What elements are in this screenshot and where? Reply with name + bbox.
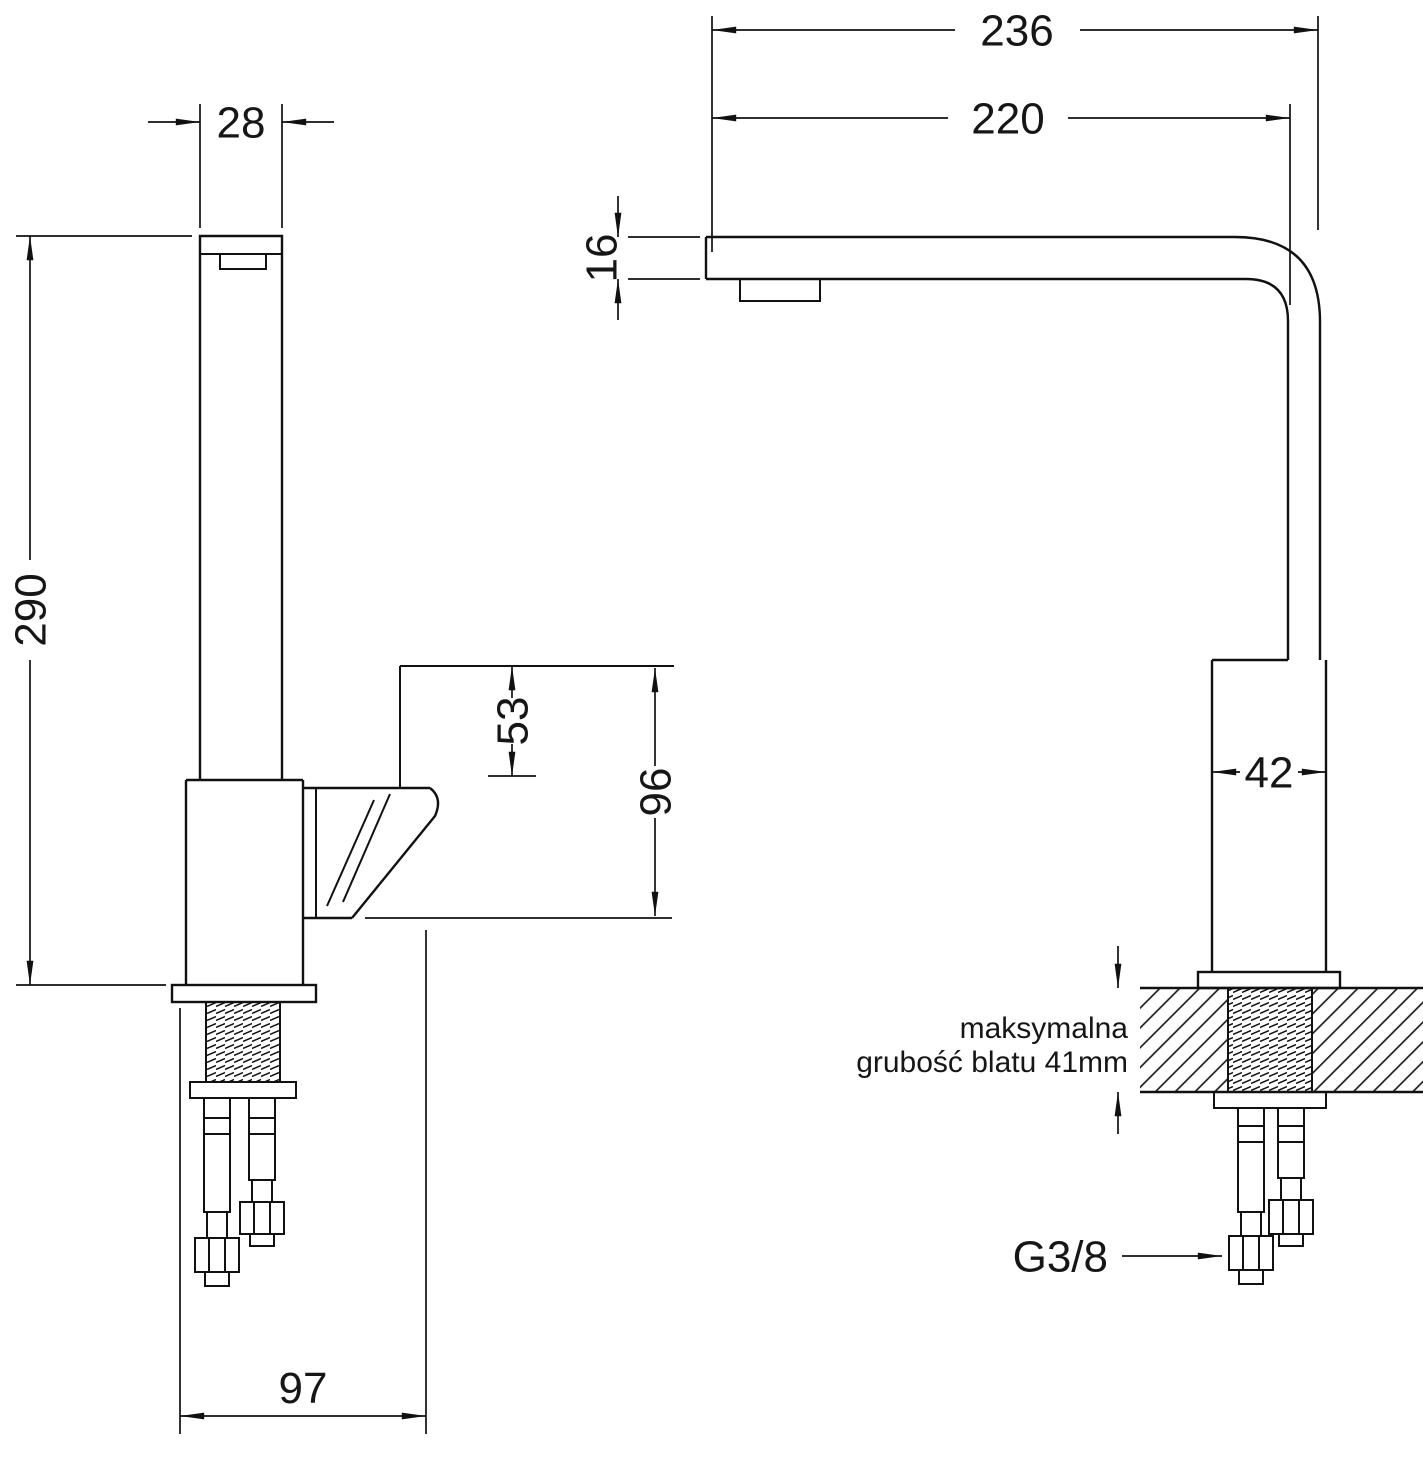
dim-spout-reach: 220 <box>712 94 1291 305</box>
dim-97-label: 97 <box>279 1364 328 1413</box>
dim-28-label: 28 <box>217 98 266 147</box>
countertop-hatch <box>1312 988 1423 1092</box>
spout-inner-profile <box>706 277 1290 660</box>
hose-ferrule <box>251 1179 273 1203</box>
hose-ferrule <box>1280 1177 1302 1201</box>
side-view: 28 290 <box>6 98 680 1434</box>
hose-tip <box>249 1233 275 1247</box>
aerator <box>739 278 821 302</box>
dim-base-depth: 97 <box>179 930 427 1434</box>
g38-label: G3/8 <box>1013 1232 1108 1281</box>
mounting-nut <box>189 1081 297 1099</box>
dim-236-label: 236 <box>980 6 1053 55</box>
dim-53-label: 53 <box>488 697 537 746</box>
hose-nut <box>1228 1235 1274 1271</box>
threaded-shank <box>205 1001 281 1083</box>
supply-hose <box>1237 1107 1265 1213</box>
handle-lever-side <box>303 665 674 920</box>
note-max-thickness-line1: maksymalna <box>960 1012 1129 1045</box>
mounting-nut <box>1213 1091 1327 1109</box>
hose-ferrule <box>1240 1211 1262 1237</box>
threaded-shank <box>1227 987 1313 1093</box>
supply-hose <box>248 1097 276 1181</box>
mounting-flange <box>170 983 318 1004</box>
countertop <box>1140 986 1423 1094</box>
mounting-hardware-side <box>189 1001 297 1099</box>
hose-nut <box>239 1201 285 1235</box>
dim-handle-height: 96 <box>365 668 680 919</box>
dim-handle-offset: 53 <box>488 666 537 777</box>
g38-callout: G3/8 <box>1013 1232 1222 1281</box>
note-max-thickness-line2: grubość blatu 41mm <box>856 1046 1128 1079</box>
hose-nut <box>194 1237 240 1273</box>
spout-side <box>198 234 284 780</box>
hose-ferrule <box>206 1211 228 1239</box>
spout-outer-profile <box>706 235 1322 660</box>
countertop-hatch <box>1140 988 1228 1092</box>
spout-cap-inset <box>219 253 267 270</box>
mounting-flange <box>1196 970 1342 990</box>
hose-tip <box>204 1271 230 1287</box>
dim-spout-thickness: 16 <box>577 196 700 320</box>
dim-220-label: 220 <box>971 94 1044 143</box>
front-view: 236 220 16 <box>577 6 1423 1285</box>
dim-total-reach: 236 <box>711 6 1319 252</box>
dim-body-width: 42 <box>1212 748 1326 797</box>
dim-spout-width: 28 <box>148 98 334 228</box>
dim-42-label: 42 <box>1245 748 1294 797</box>
spout-front <box>704 235 1322 660</box>
faucet-body-front <box>1196 658 1342 990</box>
lever-right-edge <box>351 787 440 919</box>
hose-tip <box>1278 1233 1304 1247</box>
hose-nut <box>1268 1199 1314 1235</box>
countertop-thickness-callout: maksymalna grubość blatu 41mm <box>856 946 1128 1134</box>
dim-290-label: 290 <box>6 573 55 646</box>
supply-hose <box>203 1097 231 1213</box>
dim-16-label: 16 <box>577 234 626 283</box>
spout-column-outline <box>198 234 284 780</box>
dim-total-height: 290 <box>6 235 192 986</box>
dim-96-label: 96 <box>631 768 680 817</box>
mounting-hardware-front <box>1213 987 1327 1109</box>
hose-tip <box>1238 1269 1264 1285</box>
faucet-body-side <box>170 778 318 1004</box>
supply-hoses-front <box>1228 1107 1314 1285</box>
lever-detail-line <box>326 799 375 907</box>
lever-detail-line <box>342 793 391 903</box>
supply-hoses-side <box>194 1097 285 1287</box>
